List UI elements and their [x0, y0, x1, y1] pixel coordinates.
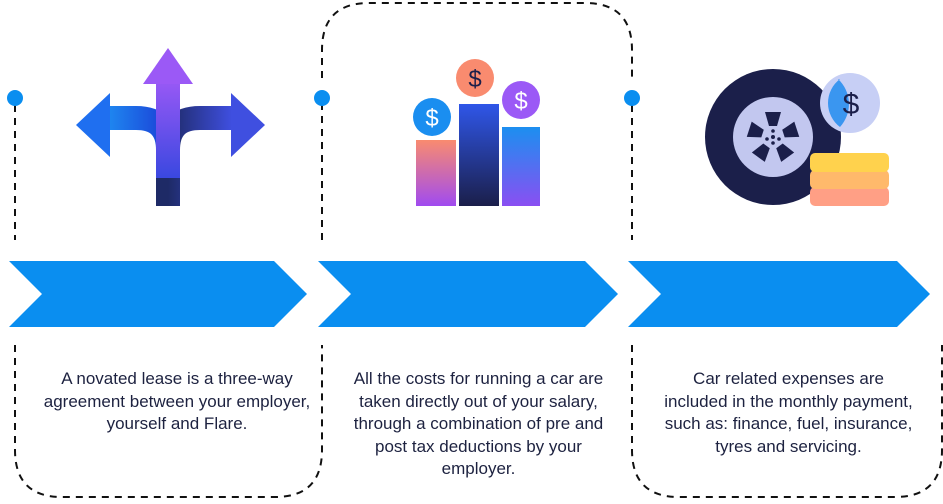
coin-stack-icon [810, 153, 889, 206]
dollar-sign-left: $ [425, 105, 438, 132]
step-dot-1 [7, 90, 23, 106]
arrow-band [9, 261, 930, 327]
bar-right [502, 127, 540, 206]
connector-3-bottom [631, 345, 943, 498]
connector-1-bottom [14, 105, 323, 498]
chevron-1 [9, 261, 307, 327]
dollar-sign-coin: $ [843, 88, 860, 121]
step-dot-3 [624, 90, 640, 106]
split-arrows-icon [76, 48, 265, 206]
dashed-connectors [14, 2, 943, 498]
wheel-spokes [746, 112, 800, 162]
chevron-3 [628, 261, 930, 327]
dollar-sign-right: $ [514, 88, 527, 115]
connector-2-top [321, 2, 633, 240]
car-wheel-coins-icon: $ [705, 69, 889, 206]
bar-left [416, 140, 456, 206]
step-dot-2 [314, 90, 330, 106]
salary-bars-icon: $ $ $ [413, 59, 540, 206]
step-1-description: A novated lease is a three-way agreement… [43, 369, 311, 433]
coin-right-icon [502, 81, 540, 119]
bar-middle [459, 104, 499, 206]
dollar-sign-middle: $ [468, 66, 481, 93]
step-2-description: All the costs for running a car are take… [353, 369, 604, 478]
coin-left-icon [413, 98, 451, 136]
chevron-2 [318, 261, 618, 327]
step-3-description: Car related expenses are included in the… [664, 369, 913, 456]
coin-middle-icon [456, 59, 494, 97]
